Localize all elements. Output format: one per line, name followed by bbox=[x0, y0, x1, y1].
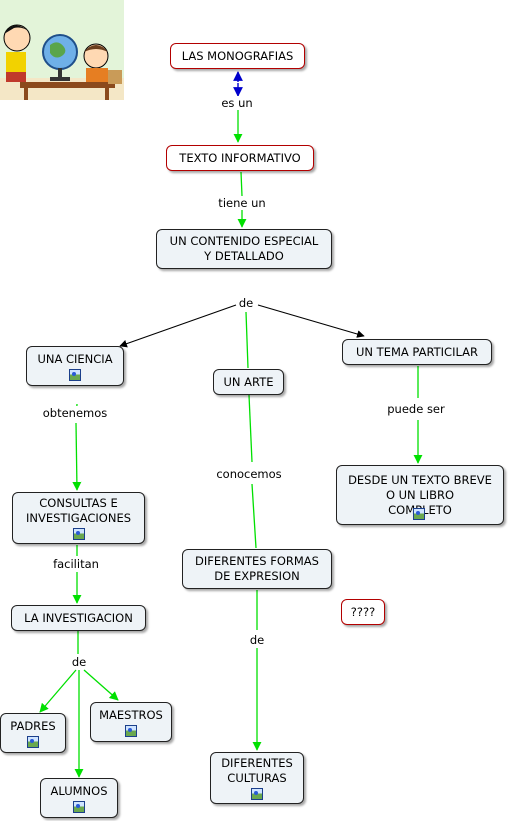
link-label-puede-ser[interactable]: puede ser bbox=[385, 402, 447, 416]
node-label: UNA CIENCIA bbox=[37, 351, 113, 366]
resource-image-icon[interactable] bbox=[413, 508, 425, 520]
resource-image-icon[interactable] bbox=[72, 528, 85, 540]
node-maestros[interactable]: MAESTROS bbox=[90, 702, 172, 742]
node-label-line: DE EXPRESION bbox=[214, 569, 300, 583]
node-label-line: INVESTIGACIONES bbox=[25, 511, 132, 525]
node-diferentes-formas[interactable]: DIFERENTES FORMAS DE EXPRESION bbox=[182, 549, 332, 589]
node-label-line: Y DETALLADO bbox=[204, 249, 284, 263]
resource-image-icon[interactable] bbox=[125, 724, 137, 737]
node-label-line: CONSULTAS E bbox=[39, 496, 118, 510]
node-label-line: CULTURAS bbox=[227, 771, 287, 785]
resource-image-icon[interactable] bbox=[27, 735, 39, 748]
node-texto-breve[interactable]: DESDE UN TEXTO BREVE O UN LIBRO COMPLETO bbox=[336, 465, 504, 525]
link-label-obtenemos[interactable]: obtenemos bbox=[40, 406, 110, 420]
cartoon-children-globe-image bbox=[0, 0, 124, 100]
resource-image-icon[interactable] bbox=[69, 368, 81, 381]
link-label-es-un[interactable]: es un bbox=[219, 96, 255, 110]
link-label-de-formas[interactable]: de bbox=[247, 633, 267, 647]
node-alumnos[interactable]: ALUMNOS bbox=[40, 778, 118, 818]
node-label: MAESTROS bbox=[99, 707, 163, 722]
link-label-tiene-un[interactable]: tiene un bbox=[216, 196, 268, 210]
node-un-arte[interactable]: UN ARTE bbox=[213, 369, 284, 395]
node-label-line: DIFERENTES FORMAS bbox=[195, 554, 319, 568]
node-interrogacion[interactable]: ???? bbox=[341, 599, 385, 625]
node-label: PADRES bbox=[10, 718, 56, 733]
node-contenido-especial[interactable]: UN CONTENIDO ESPECIAL Y DETALLADO bbox=[156, 229, 332, 269]
link-label-facilitan[interactable]: facilitan bbox=[51, 557, 101, 571]
node-label: LA INVESTIGACION bbox=[24, 610, 133, 625]
node-la-investigacion[interactable]: LA INVESTIGACION bbox=[11, 605, 146, 631]
node-las-monografias[interactable]: LAS MONOGRAFIAS bbox=[170, 43, 305, 69]
node-diferentes-culturas[interactable]: DIFERENTES CULTURAS bbox=[210, 752, 304, 804]
node-consultas-investigaciones[interactable]: CONSULTAS E INVESTIGACIONES bbox=[12, 492, 145, 544]
node-label-line: DIFERENTES bbox=[221, 756, 293, 770]
node-padres[interactable]: PADRES bbox=[0, 713, 66, 753]
link-label-conocemos[interactable]: conocemos bbox=[214, 467, 284, 481]
node-label: UN ARTE bbox=[223, 374, 274, 389]
node-un-tema-particilar[interactable]: UN TEMA PARTICILAR bbox=[342, 339, 492, 365]
link-label-de-investigacion[interactable]: de bbox=[69, 655, 89, 669]
node-label: LAS MONOGRAFIAS bbox=[181, 48, 294, 63]
node-label: ???? bbox=[350, 604, 376, 619]
node-texto-informativo[interactable]: TEXTO INFORMATIVO bbox=[166, 145, 314, 171]
node-label: TEXTO INFORMATIVO bbox=[179, 150, 301, 165]
resource-image-icon[interactable] bbox=[251, 788, 263, 800]
link-label-de[interactable]: de bbox=[236, 296, 256, 310]
node-label: ALUMNOS bbox=[50, 783, 108, 798]
resource-image-icon[interactable] bbox=[73, 800, 85, 813]
node-label-line: DESDE UN TEXTO BREVE bbox=[348, 472, 492, 487]
node-label-line: O UN LIBRO bbox=[385, 487, 455, 502]
node-label-line: UN CONTENIDO ESPECIAL bbox=[169, 234, 319, 248]
node-una-ciencia[interactable]: UNA CIENCIA bbox=[26, 346, 124, 386]
node-label: UN TEMA PARTICILAR bbox=[356, 344, 478, 359]
